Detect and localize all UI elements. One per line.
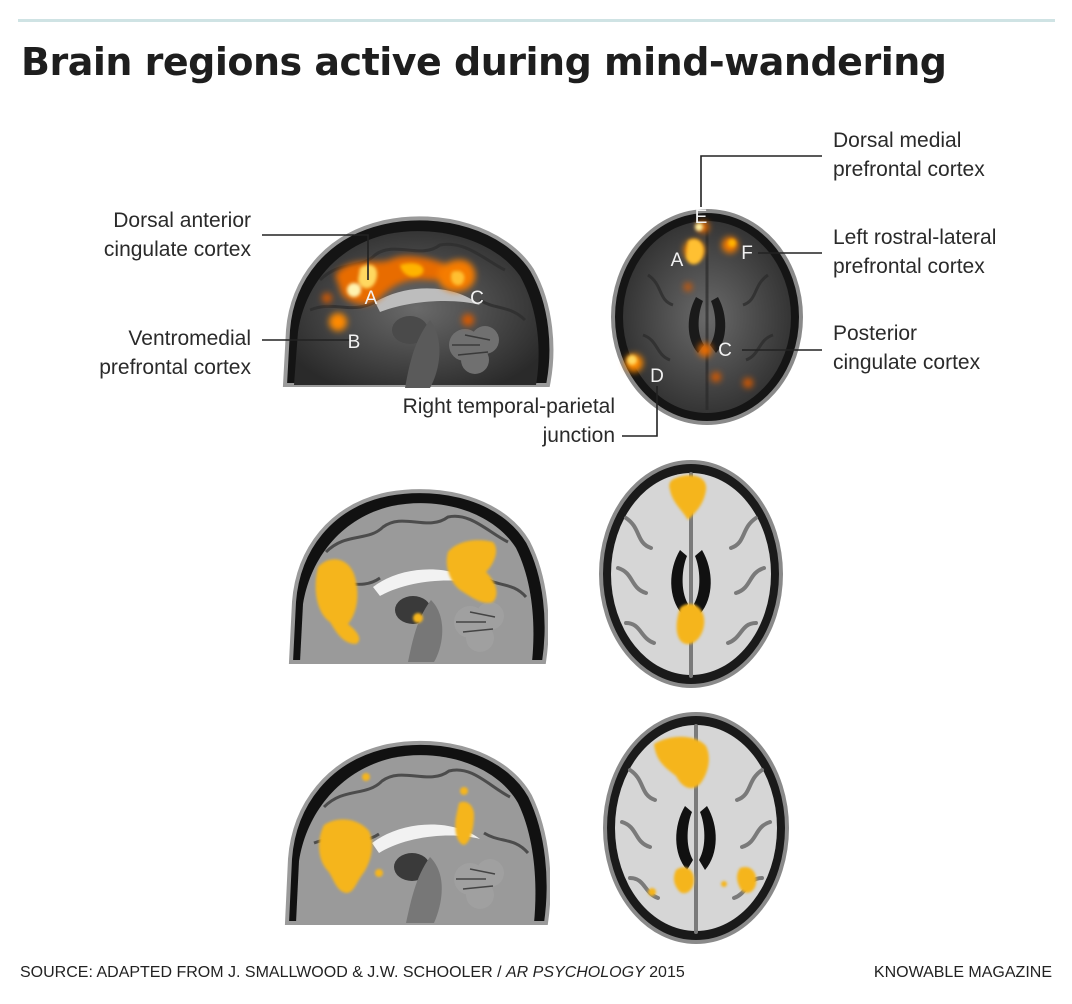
axial-region-letter: D	[650, 366, 664, 387]
axial-brain-dark	[611, 209, 803, 425]
publisher-credit: KNOWABLE MAGAZINE	[873, 964, 1052, 981]
axial-region-letter: C	[718, 340, 732, 361]
axial-brain-light-1	[599, 460, 783, 688]
source-journal: AR PSYCHOLOGY	[506, 964, 645, 981]
axial-region-letter: E	[695, 207, 708, 228]
page-title: Brain regions active during mind-wanderi…	[21, 40, 947, 84]
label-right-temporal-parietal-junction: Right temporal-parietal junction	[402, 395, 615, 447]
label-left-rostral-lateral-prefrontal: Left rostral-lateral prefrontal cortex	[833, 226, 997, 278]
sagittal-brain-dark	[282, 216, 554, 388]
sagittal-region-letter: C	[470, 288, 484, 309]
sagittal-region-letter: A	[365, 288, 378, 309]
label-posterior-cingulate: Posterior cingulate cortex	[833, 322, 981, 374]
axial-region-letter: F	[741, 243, 753, 264]
label-dorsal-medial-prefrontal: Dorsal medial prefrontal cortex	[833, 129, 985, 181]
label-dorsal-anterior-cingulate: Dorsal anterior cingulate cortex	[103, 209, 251, 261]
axial-region-letter: A	[671, 250, 684, 271]
axial-brain-light-2	[603, 712, 789, 944]
top-rule	[18, 19, 1055, 22]
sagittal-brain-light-1	[288, 489, 548, 664]
sagittal-region-letter: B	[348, 332, 361, 353]
source-credit: SOURCE: ADAPTED FROM J. SMALLWOOD & J.W.…	[20, 964, 685, 981]
label-ventromedial-prefrontal: Ventromedial prefrontal cortex	[99, 327, 251, 379]
sagittal-brain-light-2	[284, 740, 550, 925]
